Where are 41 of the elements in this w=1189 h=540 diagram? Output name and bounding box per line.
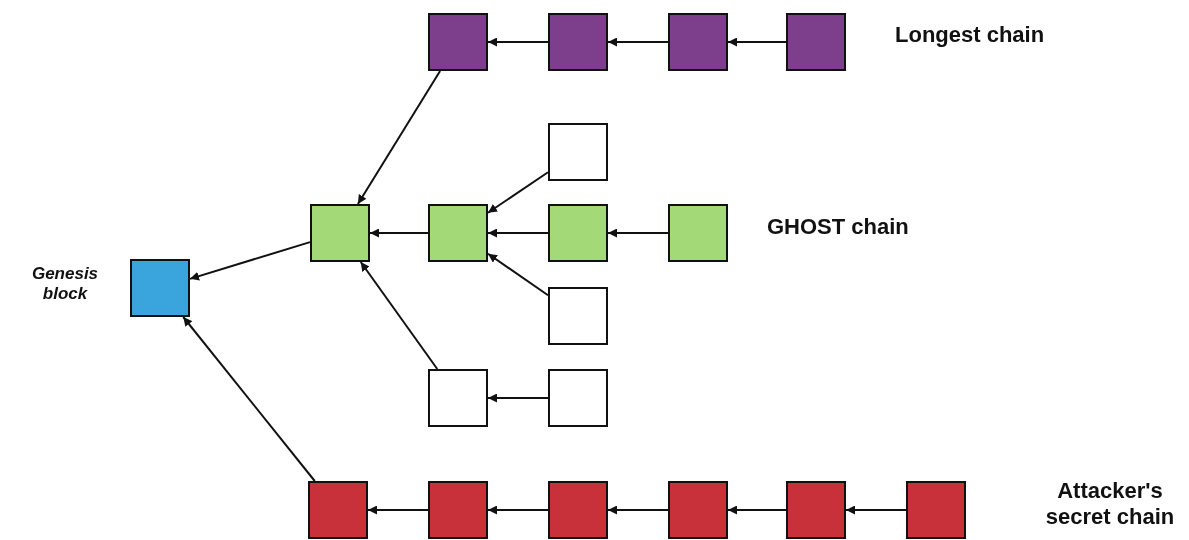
arrow [189, 241, 311, 281]
block-box [428, 13, 488, 71]
arrow [727, 505, 787, 515]
block-box [906, 481, 966, 539]
arrow [845, 505, 907, 515]
chain-label: Longest chain [895, 22, 1046, 48]
arrow [487, 393, 549, 403]
block-box [130, 259, 190, 317]
arrow [182, 316, 316, 482]
block-caption: Genesis block [30, 264, 100, 304]
block-box [310, 204, 370, 262]
block-box [428, 369, 488, 427]
arrow [487, 228, 549, 238]
block-box [428, 204, 488, 262]
block-box [786, 481, 846, 539]
block-box [548, 123, 608, 181]
arrow [487, 505, 549, 515]
block-box [308, 481, 368, 539]
arrow [359, 261, 439, 370]
arrow [487, 171, 549, 214]
arrow [607, 505, 669, 515]
chain-label: GHOST chain [767, 214, 910, 240]
block-box [786, 13, 846, 71]
chain-label: Attacker's secret chain [1044, 478, 1176, 530]
arrow [369, 228, 429, 238]
block-box [548, 13, 608, 71]
block-box [548, 481, 608, 539]
block-box [428, 481, 488, 539]
arrow [487, 252, 549, 297]
arrow [607, 228, 669, 238]
arrow [356, 70, 442, 205]
block-box [668, 481, 728, 539]
block-box [548, 204, 608, 262]
arrow [487, 37, 549, 47]
arrow [367, 505, 429, 515]
block-box [548, 287, 608, 345]
arrow [727, 37, 787, 47]
block-box [548, 369, 608, 427]
block-box [668, 13, 728, 71]
arrow [607, 37, 669, 47]
block-box [668, 204, 728, 262]
